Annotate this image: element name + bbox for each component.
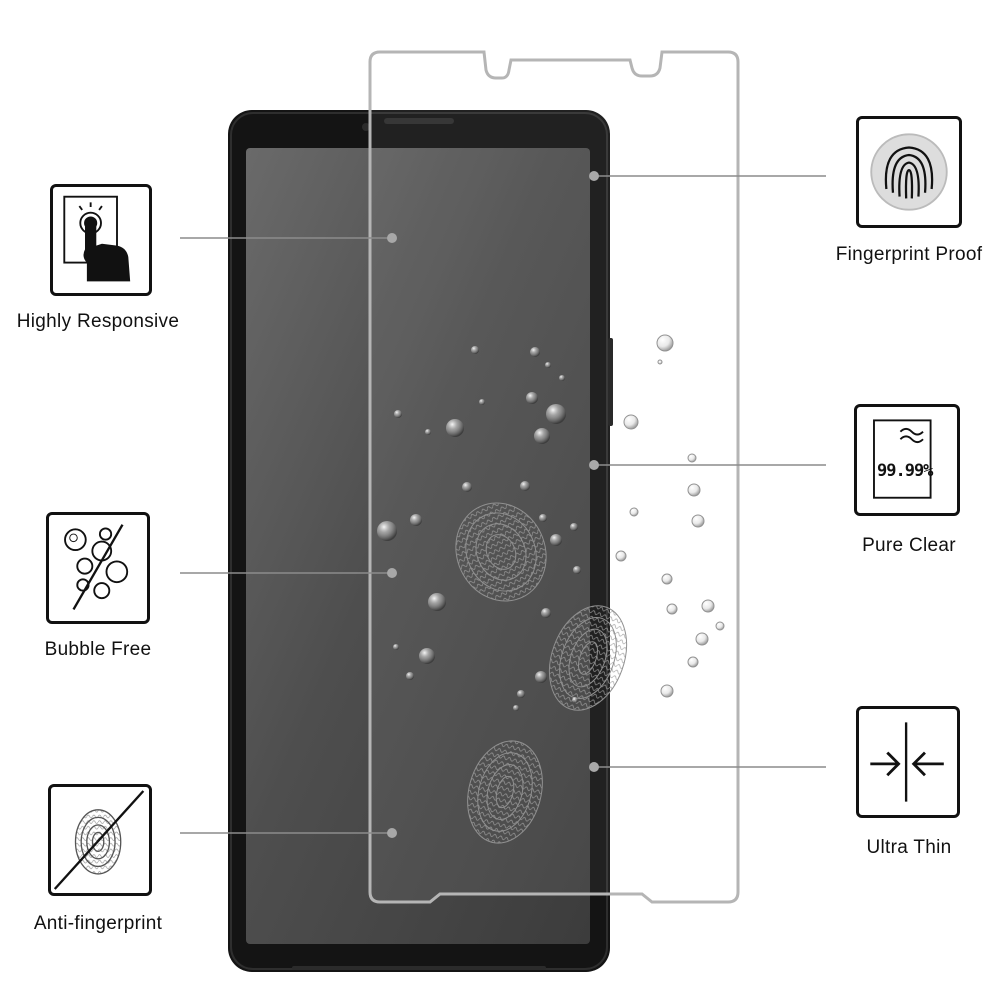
front-camera-icon [362,123,370,131]
feature-highly-responsive: Highly Responsive [0,180,200,340]
touch-hand-icon [50,184,152,296]
fingerprint-icon [856,116,962,228]
speaker-grille [292,966,546,970]
water-droplets [377,346,581,711]
side-button [608,338,613,426]
feature-label: Ultra Thin [866,837,952,858]
screen-fingerprints [455,502,628,844]
feature-label: Pure Clear [862,535,956,556]
feature-ultra-thin: Ultra Thin [820,706,1000,866]
pointer-lines [180,175,826,834]
feature-fingerprint-proof: Fingerprint Proof [820,116,1000,276]
feature-label: Fingerprint Proof [835,244,983,265]
earpiece [384,118,454,124]
fingerprint-crossed-icon [48,784,152,896]
feature-bubble-free: Bubble Free [0,510,200,670]
feature-label: Highly Responsive [16,311,180,332]
feature-anti-fingerprint: Anti-fingerprint [0,780,200,940]
pointer-dots [387,171,599,838]
glass-protector-outline [368,50,740,904]
transparency-value: 99.99% [877,461,933,481]
feature-pure-clear: 99.99% Pure Clear [820,404,1000,564]
feature-label: Anti-fingerprint [33,913,163,934]
water-droplets-light [615,334,725,698]
thin-arrows-icon [856,706,960,818]
bubbles-crossed-icon [46,512,150,624]
feature-label: Bubble Free [44,639,152,660]
transparency-icon: 99.99% [854,404,960,516]
